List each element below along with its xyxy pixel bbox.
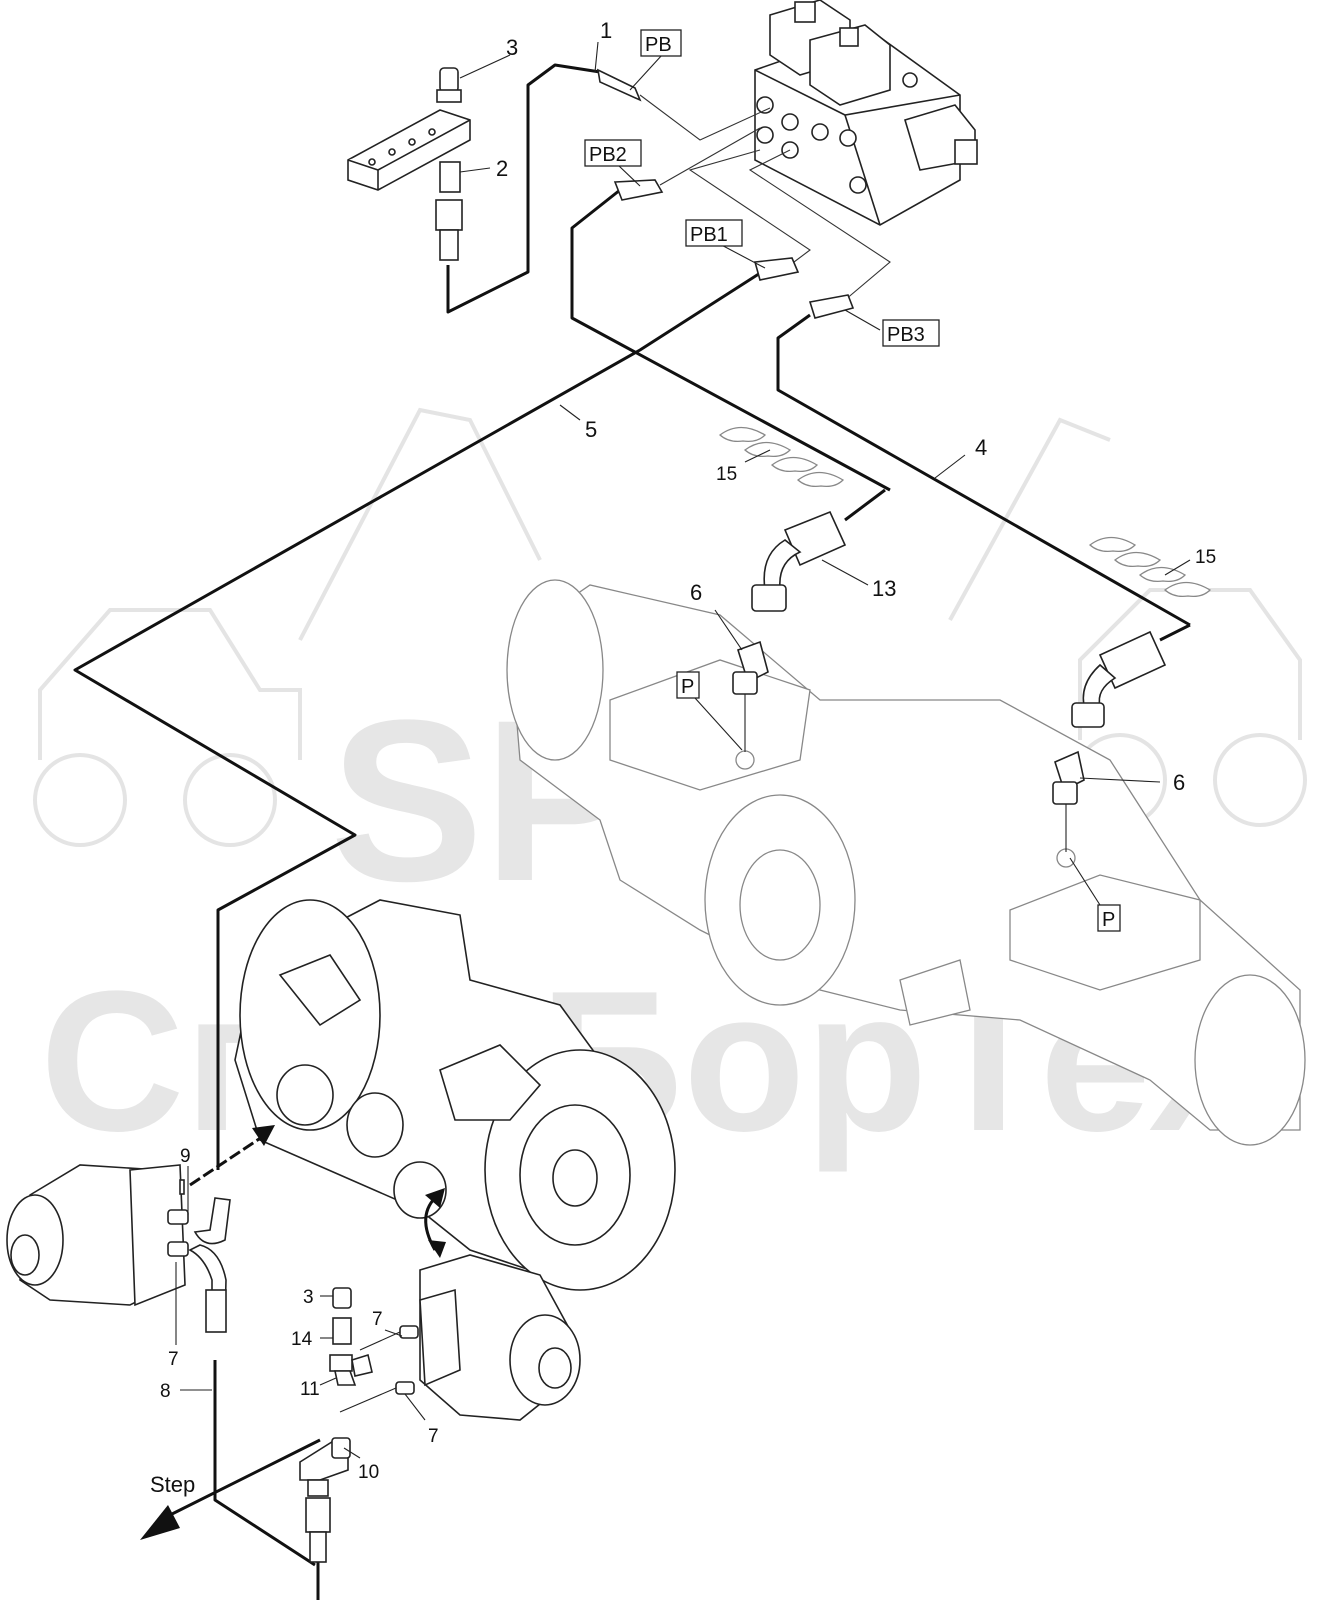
label-pb: PB (645, 34, 672, 56)
callout-4: 4 (975, 435, 987, 460)
cap-3-lower (332, 1287, 352, 1309)
callout-3-lower: 3 (303, 1287, 314, 1308)
elbow-fitting-6-left (732, 640, 769, 752)
tee-fitting-11 (329, 1353, 373, 1386)
callout-10: 10 (358, 1462, 379, 1483)
hose-pb3-fitting (808, 294, 855, 319)
hose-pb2-fitting (613, 179, 664, 201)
hose-lines (73, 63, 1191, 1600)
callout-11: 11 (300, 1379, 320, 1400)
assembly-arrows (189, 1125, 446, 1258)
callout-6-left: 6 (690, 580, 702, 605)
callout-5: 5 (585, 417, 597, 442)
callout-15-right: 15 (1195, 547, 1216, 568)
callout-1: 1 (600, 18, 612, 43)
hose-1-fitting (596, 68, 642, 102)
hose-8-fitting (205, 1289, 227, 1333)
callout-3-top: 3 (506, 35, 518, 60)
hose-clamps-15-upper (718, 426, 845, 488)
callout-2: 2 (496, 156, 508, 181)
hose-5 (570, 188, 891, 492)
callout-6-right: 6 (1173, 770, 1185, 795)
step-arrow-head (140, 1505, 180, 1540)
label-p-left: P (681, 676, 694, 698)
adapter-14 (332, 1317, 352, 1345)
hose-8 (213, 1360, 316, 1567)
step-direction-line (169, 1438, 321, 1517)
right-hydraulic-motor (419, 1254, 581, 1421)
callout-7-lower: 7 (428, 1426, 439, 1447)
hose-13-assembly (751, 488, 886, 612)
callout-leaders (175, 41, 1191, 1459)
callout-8: 8 (160, 1381, 171, 1402)
tee-manifold-bar (347, 67, 471, 261)
callout-13: 13 (872, 576, 896, 601)
valve-block (754, 0, 978, 226)
callout-7-left: 7 (168, 1349, 179, 1370)
hose-1 (446, 63, 601, 314)
rear-axle-housing (234, 899, 676, 1291)
elbow-fitting-6-right (1052, 750, 1085, 852)
hose-4-end-assembly (1071, 623, 1191, 728)
hose-pb1-fitting (753, 257, 800, 281)
label-pb2: PB2 (589, 144, 627, 166)
left-hydraulic-motor (6, 1164, 186, 1307)
hose-clamps-15-right (1088, 536, 1212, 598)
label-pb3: PB3 (887, 324, 925, 346)
front-axle-housing (506, 579, 1306, 1146)
callout-15-upper: 15 (716, 464, 737, 485)
callout-7-mid: 7 (372, 1309, 383, 1330)
tee-fitting-10 (299, 1437, 351, 1563)
callout-14: 14 (291, 1329, 313, 1350)
hose-pb1 (73, 268, 766, 1170)
callout-9: 9 (180, 1146, 191, 1167)
port-reference-lines (639, 94, 891, 301)
boxed-labels: PB PB2 PB1 PB3 P P (584, 29, 1121, 932)
label-pb1: PB1 (690, 224, 728, 246)
label-p-right: P (1102, 909, 1115, 931)
step-label: Step (150, 1472, 195, 1497)
right-motor-fittings (339, 1325, 419, 1413)
callout-labels: 1 3 2 5 4 15 15 13 6 6 9 7 8 3 14 11 7 7… (150, 18, 1216, 1497)
hose-4 (776, 313, 1191, 627)
